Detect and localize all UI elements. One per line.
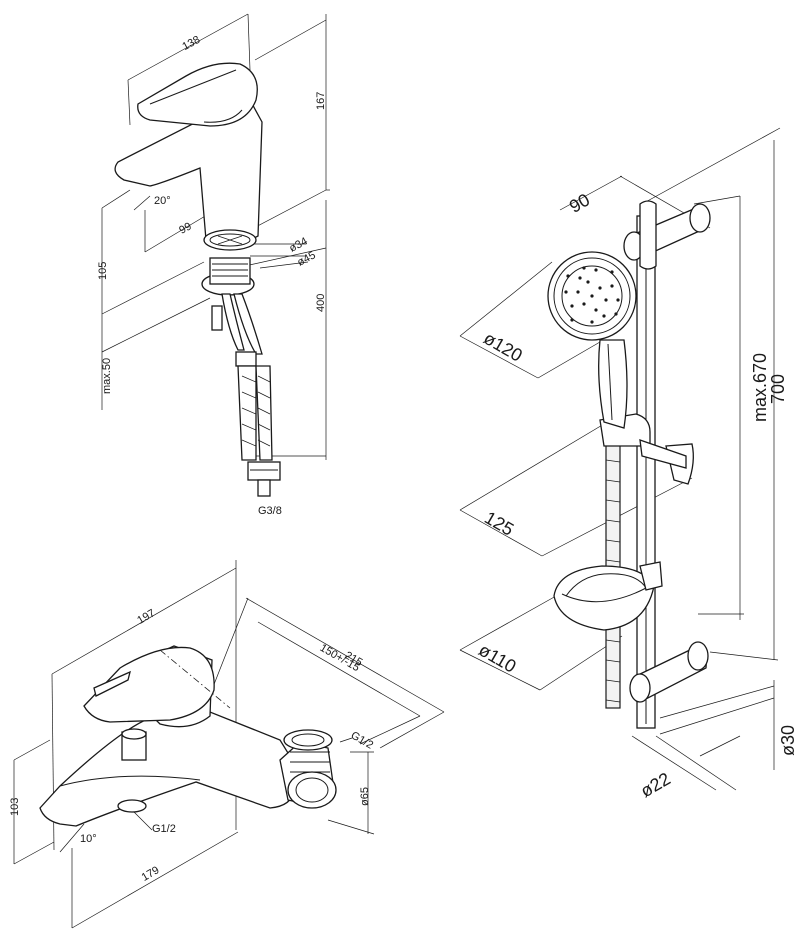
basin-mixer-drawing: 138 167 20° 99 ø34 ø45 105 400 max.50 G3… xyxy=(97,13,330,517)
dim-103: 103 xyxy=(9,798,21,816)
dim-400: 400 xyxy=(315,294,327,312)
basin-mixer-body xyxy=(114,62,281,497)
dim-700: 700 xyxy=(768,374,788,404)
dim-dia-110: ø110 xyxy=(475,640,519,677)
dim-197: 197 xyxy=(135,607,157,627)
dim-dia-120: ø120 xyxy=(480,328,526,366)
dim-g38: G3/8 xyxy=(258,505,282,517)
dim-105: 105 xyxy=(97,262,109,280)
bath-mixer-drawing: 197 215 150+/-15 G1/2 ø65 103 10° G1/2 1… xyxy=(9,560,445,929)
shower-rail xyxy=(553,200,711,729)
bath-mixer-body xyxy=(39,645,337,827)
dim-g12-inlet: G1/2 xyxy=(349,729,376,751)
dim-max-670: max.670 xyxy=(750,353,770,422)
dim-179: 179 xyxy=(140,864,162,884)
dim-angle-10: 10° xyxy=(80,833,97,845)
shower-nozzles xyxy=(564,266,620,324)
dim-167: 167 xyxy=(315,92,327,110)
dim-90: 90 xyxy=(566,190,593,217)
shower-set-drawing: 90 ø120 125 ø110 max.670 700 ø30 ø22 xyxy=(459,127,794,802)
dim-dia-22: ø22 xyxy=(637,769,674,802)
dim-99: 99 xyxy=(177,220,193,236)
hand-shower xyxy=(547,251,637,429)
dim-g12-outlet: G1/2 xyxy=(152,823,176,835)
dim-angle-20: 20° xyxy=(154,195,171,207)
dim-max-50: max.50 xyxy=(101,358,113,394)
dim-dia-65: ø65 xyxy=(359,787,371,806)
dim-138: 138 xyxy=(180,34,202,53)
dim-dia-30: ø30 xyxy=(778,725,794,756)
dim-125: 125 xyxy=(481,507,517,539)
dim-dia-45: ø45 xyxy=(295,249,317,269)
basin-dimension-lines xyxy=(101,13,330,460)
